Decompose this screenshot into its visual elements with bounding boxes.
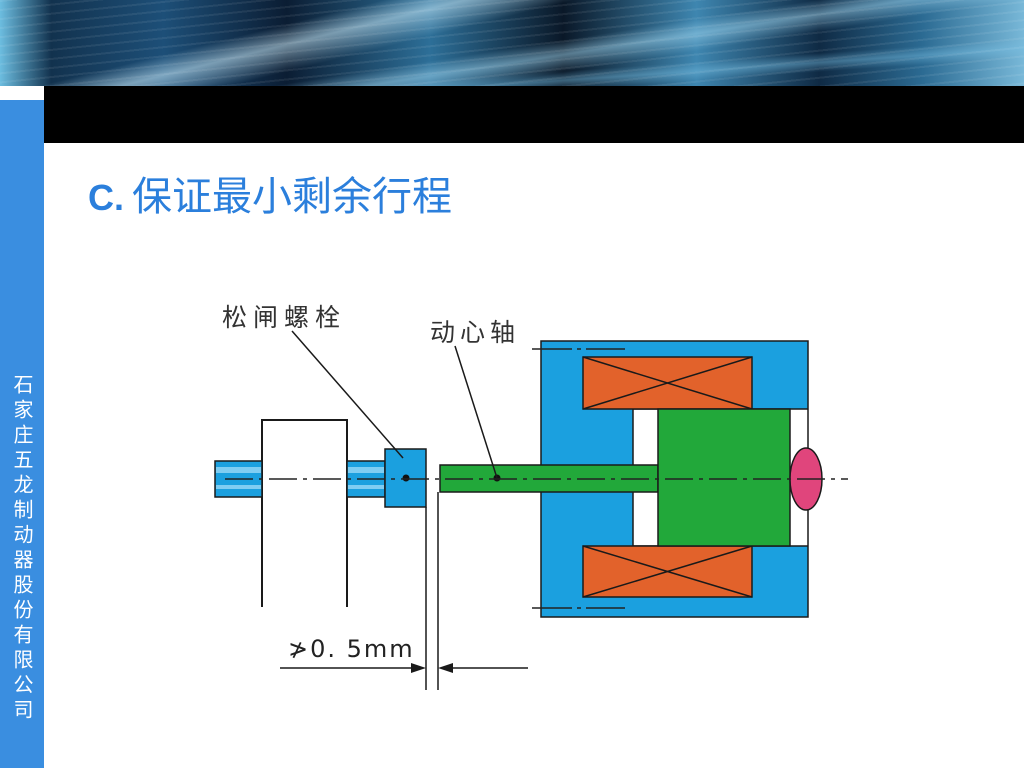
title-prefix: C. xyxy=(88,177,124,218)
brake-arm-fill xyxy=(262,420,347,607)
leader-line-release-bolt xyxy=(291,330,404,459)
dimension-arrowhead-left xyxy=(411,663,426,673)
header-bar xyxy=(44,86,1024,143)
label-release-bolt: 松闸螺栓 xyxy=(222,303,346,332)
slide-title: C.保证最小剩余行程 xyxy=(88,164,452,222)
label-moving-core-shaft: 动心轴 xyxy=(430,318,520,347)
title-text: 保证最小剩余行程 xyxy=(132,174,452,220)
dimension-arrowhead-right xyxy=(438,663,453,673)
middle-shaft-highlight-lower xyxy=(348,485,384,489)
company-name: 石家庄五龙制动器股份有限公司 xyxy=(10,374,34,724)
leader-line-core-shaft xyxy=(454,345,498,479)
sidebar-strip: 石家庄五龙制动器股份有限公司 xyxy=(0,100,44,768)
header-banner xyxy=(0,0,1024,86)
brake-arm-outline xyxy=(261,419,348,607)
left-shaft-highlight-lower xyxy=(216,485,261,489)
moving-core xyxy=(657,408,791,547)
coil-bottom-cross-b xyxy=(582,545,753,598)
dimension-label: ≯0. 5mm xyxy=(288,635,415,663)
release-bolt-dot xyxy=(402,474,410,482)
middle-shaft-highlight xyxy=(348,467,384,473)
left-shaft-highlight xyxy=(216,467,261,473)
coil-top-cross-b xyxy=(582,356,753,410)
